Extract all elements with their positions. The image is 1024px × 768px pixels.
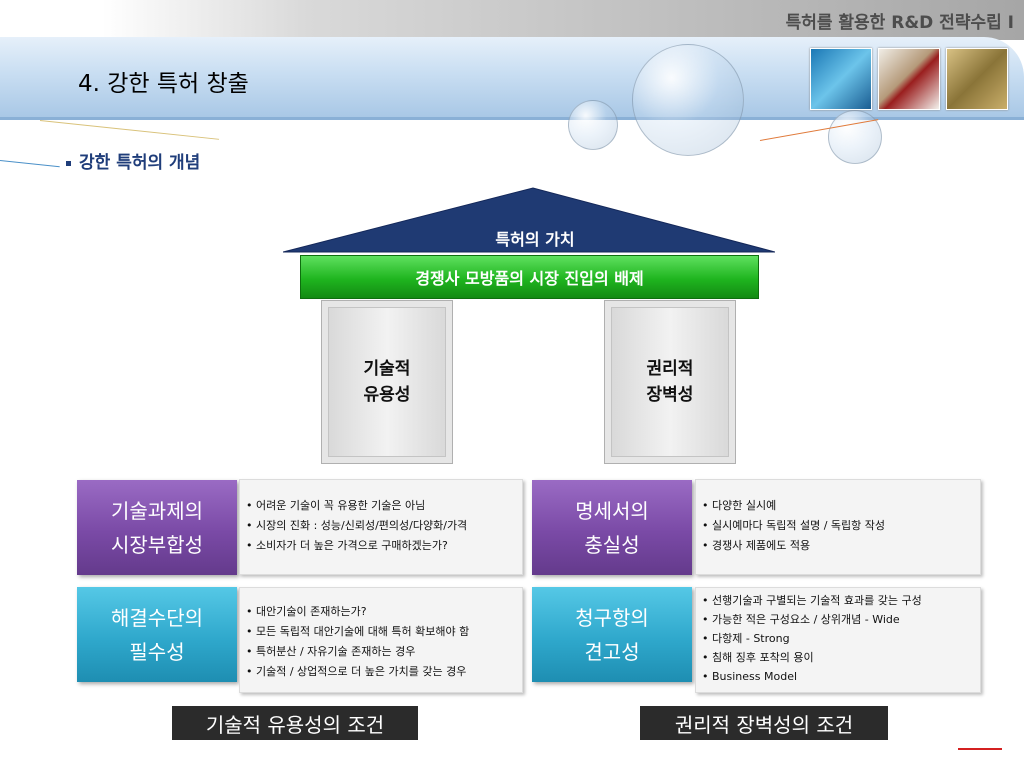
list-item: 다항제 - Strong xyxy=(702,629,980,648)
decorative-red-line xyxy=(958,748,1002,750)
fabric-thumbnail-image xyxy=(810,48,872,110)
condition-solution: 해결수단의 필수성 xyxy=(77,587,237,682)
roof-label: 특허의 가치 xyxy=(495,230,575,249)
list-item: 모든 독립적 대안기술에 대해 특허 확보해야 함 xyxy=(246,622,522,642)
decorative-line xyxy=(39,120,220,140)
list-item: 실시예마다 독립적 설명 / 독립항 작성 xyxy=(702,516,980,536)
list-item: 특허분산 / 자유기술 존재하는 경우 xyxy=(246,642,522,662)
section-heading: 강한 특허의 개념 xyxy=(66,148,200,173)
pillar-label-line: 장벽성 xyxy=(646,385,694,405)
list-item: Business Model xyxy=(702,667,980,686)
condition-spec: 명세서의 충실성 xyxy=(532,480,692,575)
square-bullet-icon xyxy=(66,160,71,166)
list-item: 선행기술과 구별되는 기술적 효과를 갖는 구성 xyxy=(702,591,980,610)
condition-title-line: 충실성 xyxy=(584,532,640,557)
roof-shape xyxy=(283,187,775,253)
condition-title-line: 필수성 xyxy=(129,639,185,664)
header-band xyxy=(0,0,1024,40)
presentation-title: 특허를 활용한 R&D 전략수립 I xyxy=(785,13,1014,33)
condition-title-line: 시장부합성 xyxy=(111,532,203,557)
pillar-legal-barrier: 권리적 장벽성 xyxy=(604,300,736,464)
bubble-decoration xyxy=(632,44,744,156)
bubble-decoration xyxy=(568,100,618,150)
slide-title: 4. 강한 특허 창출 xyxy=(78,71,249,97)
pillar-label-line: 권리적 xyxy=(646,359,694,379)
list-item: 시장의 진화 : 성능/신뢰성/편의성/다양화/가격 xyxy=(246,516,522,536)
pillar-label-line: 기술적 xyxy=(363,359,411,379)
caption-legal-conditions: 권리적 장벽성의 조건 xyxy=(640,706,888,740)
section-heading-text: 강한 특허의 개념 xyxy=(79,153,201,173)
list-item: 어려운 기술이 꼭 유용한 기술은 아님 xyxy=(246,496,522,516)
condition-claims-details: 선행기술과 구별되는 기술적 효과를 갖는 구성 가능한 적은 구성요소 / 상… xyxy=(695,587,981,693)
decorative-line xyxy=(0,160,60,168)
condition-tech-market-details: 어려운 기술이 꼭 유용한 기술은 아님 시장의 진화 : 성능/신뢰성/편의성… xyxy=(239,479,523,575)
bubble-decoration xyxy=(828,110,882,164)
list-item: 대안기술이 존재하는가? xyxy=(246,602,522,622)
list-item: 다양한 실시예 xyxy=(702,496,980,516)
condition-spec-details: 다양한 실시예 실시예마다 독립적 설명 / 독립항 작성 경쟁사 제품에도 적… xyxy=(695,479,981,575)
document-seal-thumbnail-image xyxy=(878,48,940,110)
condition-tech-market: 기술과제의 시장부합성 xyxy=(77,480,237,575)
list-item: 침해 징후 포착의 용이 xyxy=(702,648,980,667)
list-item: 가능한 적은 구성요소 / 상위개념 - Wide xyxy=(702,610,980,629)
list-item: 경쟁사 제품에도 적용 xyxy=(702,536,980,556)
condition-title-line: 명세서의 xyxy=(575,498,649,523)
caption-technical-conditions: 기술적 유용성의 조건 xyxy=(172,706,418,740)
pillar-technical-utility: 기술적 유용성 xyxy=(321,300,453,464)
condition-title-line: 견고성 xyxy=(584,639,640,664)
condition-solution-details: 대안기술이 존재하는가? 모든 독립적 대안기술에 대해 특허 확보해야 함 특… xyxy=(239,587,523,693)
condition-title-line: 해결수단의 xyxy=(111,605,203,630)
condition-title-line: 청구항의 xyxy=(575,605,649,630)
list-item: 기술적 / 상업적으로 더 높은 가치를 갖는 경우 xyxy=(246,662,522,682)
wheat-thumbnail-image xyxy=(946,48,1008,110)
list-item: 소비자가 더 높은 가격으로 구매하겠는가? xyxy=(246,536,522,556)
pillar-label-line: 유용성 xyxy=(363,385,411,405)
value-banner: 경쟁사 모방품의 시장 진입의 배제 xyxy=(300,255,759,299)
condition-title-line: 기술과제의 xyxy=(111,498,203,523)
condition-claims: 청구항의 견고성 xyxy=(532,587,692,682)
